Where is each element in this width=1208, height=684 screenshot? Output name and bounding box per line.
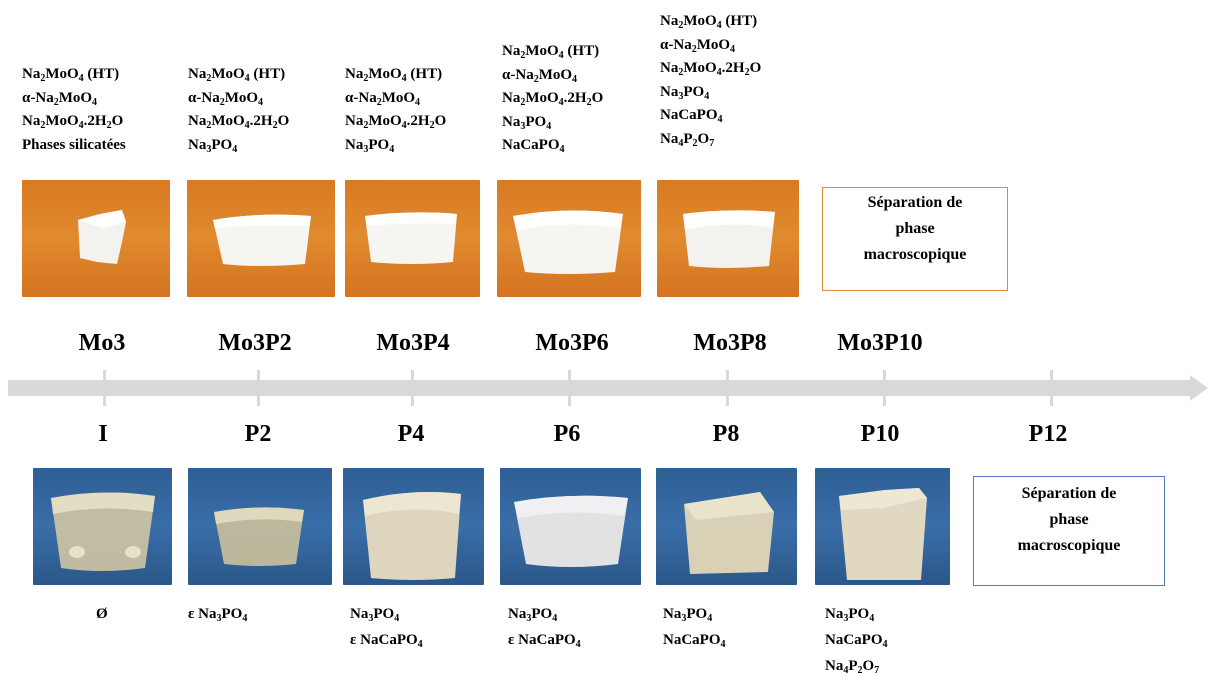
sample-mo3p4-icon (365, 212, 457, 264)
phase-row: Na2MoO4 (HT) (502, 43, 600, 61)
bottom-phases-p4: Na3PO4 ε NaCaPO4 (350, 601, 423, 653)
phase-row: ε Na3PO4 (188, 606, 248, 624)
sample-photo-mo3p2 (187, 180, 335, 297)
bottom-phases-p6: Na3PO4 ε NaCaPO4 (508, 601, 581, 653)
phase-row: NaCaPO4 (825, 632, 888, 650)
phase-row: ε NaCaPO4 (350, 632, 423, 650)
phase-row: Na3PO4 (345, 136, 395, 155)
label-mo3: Mo3 (78, 330, 126, 356)
axis-tick (1050, 370, 1053, 406)
phase-row: ε NaCaPO4 (508, 632, 581, 650)
phase-row: Ø (96, 606, 108, 622)
sample-photo-p4 (343, 468, 484, 585)
sample-p6-icon (514, 495, 628, 567)
phase-row: Phases silicatées (22, 136, 126, 153)
phase-row: Na2MoO4 (HT) (188, 66, 286, 84)
label-p2: P2 (244, 421, 272, 447)
sample-mo3p8-icon (683, 210, 775, 268)
separation-line-2: phase (895, 220, 935, 237)
axis-tick (726, 370, 729, 406)
separation-box-bottom: Séparation de phase macroscopique (973, 476, 1165, 586)
sample-photo-p8 (656, 468, 797, 585)
phase-row: Na2MoO4 (HT) (22, 66, 120, 84)
axis-tick (411, 370, 414, 406)
sample-photo-i (33, 468, 172, 585)
phase-row: Na3PO4 (508, 606, 558, 624)
phase-row: Na3PO4 (825, 606, 875, 624)
phase-row: Na3PO4 (663, 606, 713, 624)
sample-mo3p6-icon (513, 210, 623, 274)
separation-line-1: Séparation de (867, 194, 963, 211)
sample-photo-p6 (500, 468, 641, 585)
phase-row: NaCaPO4 (660, 107, 723, 125)
axis-tick (103, 370, 106, 406)
sample-photo-mo3p6 (497, 180, 641, 297)
sample-p4-icon (363, 492, 461, 580)
axis-tick (568, 370, 571, 406)
phase-row: Na4P2O7 (660, 130, 715, 149)
label-mo3p6: Mo3P6 (535, 330, 609, 356)
phase-row: NaCaPO4 (502, 137, 565, 155)
separation-line-1: Séparation de (1021, 485, 1117, 502)
label-mo3p10: Mo3P10 (837, 330, 923, 356)
sample-photo-mo3 (22, 180, 170, 297)
separation-line-2: phase (1049, 511, 1089, 528)
phase-row: Na3PO4 (350, 606, 400, 624)
sample-photo-mo3p8 (657, 180, 799, 297)
phase-row: Na2MoO4.2H2O (660, 60, 762, 78)
label-mo3p4: Mo3P4 (376, 330, 450, 356)
separation-box-top: Séparation de phase macroscopique (822, 187, 1008, 291)
label-p8: P8 (712, 421, 740, 447)
sample-p10-icon (839, 488, 927, 580)
sample-photo-p2 (188, 468, 332, 585)
phase-row: Na3PO4 (660, 83, 710, 102)
sample-mo3p2-icon (213, 214, 311, 266)
sample-i-icon (51, 492, 155, 571)
phase-row: α-Na2MoO4 (502, 66, 578, 85)
phase-row: NaCaPO4 (663, 632, 726, 650)
label-p10: P10 (860, 421, 900, 447)
label-p4: P4 (397, 421, 425, 447)
phase-row: Na2MoO4 (HT) (660, 13, 758, 31)
label-i: I (98, 421, 108, 447)
label-p12: P12 (1028, 421, 1068, 447)
sample-p2-icon (214, 507, 304, 566)
label-mo3p8: Mo3P8 (693, 330, 767, 356)
phase-row: α-Na2MoO4 (345, 89, 421, 108)
phase-row: Na2MoO4 (HT) (345, 66, 443, 84)
phase-row: Na2MoO4.2H2O (502, 90, 604, 108)
phase-row: Na2MoO4.2H2O (345, 113, 447, 131)
label-mo3p2: Mo3P2 (218, 330, 292, 356)
sample-mo3-icon (78, 210, 126, 264)
phase-row: α-Na2MoO4 (660, 36, 736, 55)
sample-photo-p10 (815, 468, 950, 585)
phase-row: Na3PO4 (502, 113, 552, 132)
separation-line-3: macroscopique (1017, 537, 1121, 554)
phase-row: α-Na2MoO4 (188, 89, 264, 108)
sample-photo-mo3p4 (345, 180, 480, 297)
phase-row: Na2MoO4.2H2O (22, 113, 124, 131)
phase-row: Na2MoO4.2H2O (188, 113, 290, 131)
timeline-arrow-icon (1190, 375, 1208, 401)
label-p6: P6 (553, 421, 581, 447)
phase-row: α-Na2MoO4 (22, 89, 98, 108)
phase-row: Na3PO4 (188, 136, 238, 155)
bottom-phases-p2: ε Na3PO4 (188, 601, 247, 627)
timeline-axis (8, 380, 1193, 396)
separation-line-3: macroscopique (863, 246, 967, 263)
sample-p8-icon (684, 492, 774, 574)
phase-row: Na4P2O7 (825, 658, 880, 676)
axis-tick (257, 370, 260, 406)
bottom-phases-i: Ø (96, 601, 108, 627)
axis-tick (883, 370, 886, 406)
